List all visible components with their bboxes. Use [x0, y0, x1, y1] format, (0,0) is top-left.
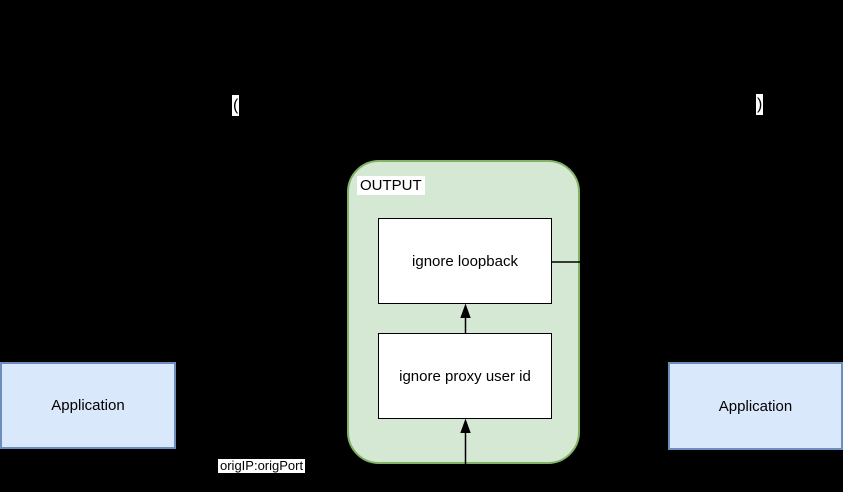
edge-label-open-paren: ( [232, 95, 240, 116]
node-ignore-proxy-user-id: ignore proxy user id [378, 333, 552, 419]
edge-label-orig-endpoint: origIP:origPort [218, 458, 306, 473]
node-ignore-loopback: ignore loopback [378, 218, 552, 304]
edge-label-close-paren: ) [756, 94, 764, 115]
application-box-left: Application [0, 362, 176, 449]
application-left-label: Application [51, 397, 125, 414]
application-right-label: Application [718, 397, 793, 415]
application-box-right: Application [668, 362, 843, 450]
output-chain-title: OUTPUT [357, 176, 425, 195]
node-ignore-proxy-user-id-label: ignore proxy user id [399, 367, 531, 385]
node-ignore-loopback-label: ignore loopback [412, 252, 518, 270]
